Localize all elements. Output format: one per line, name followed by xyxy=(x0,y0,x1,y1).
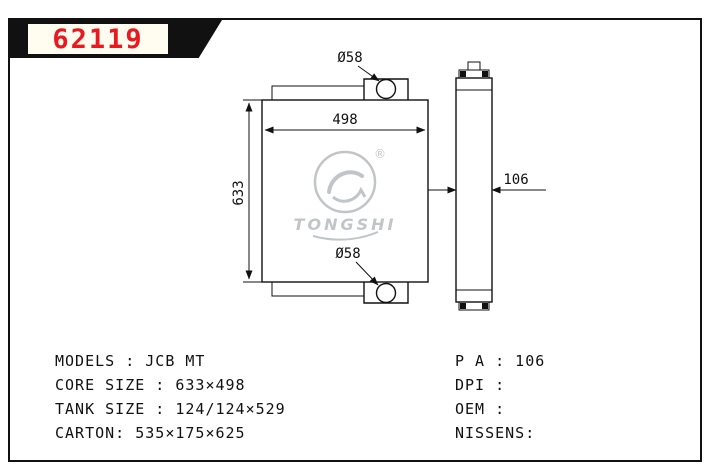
top-pipe-circle xyxy=(375,78,397,100)
top-pipe-leader xyxy=(357,65,380,82)
spec-models: MODELS : JCB MT xyxy=(55,352,206,370)
bottom-pipe-leader xyxy=(355,261,379,286)
bottom-fin-band xyxy=(271,281,365,297)
part-number: 62119 xyxy=(52,23,144,55)
watermark: ® TONGSHI xyxy=(294,147,397,241)
spec-dpi: DPI : xyxy=(455,376,506,394)
side-bottom-right-bolt xyxy=(482,303,488,309)
sheet-border xyxy=(8,18,702,462)
bottom-pipe-dim-label: Ø58 xyxy=(335,246,360,262)
top-pipe-dim-label: Ø58 xyxy=(337,50,362,66)
spec-pa: P A : 106 xyxy=(455,352,546,370)
watermark-underline-swoosh xyxy=(312,231,379,241)
top-pipe-block xyxy=(363,78,409,100)
dimensions: 498 633 Ø58 Ø58 106 xyxy=(231,50,546,286)
side-view xyxy=(455,61,493,311)
watermark-swoosh-bottom xyxy=(332,186,367,203)
bottom-pipe-block xyxy=(363,282,409,304)
spec-tank-size: TANK SIZE : 124/124×529 xyxy=(55,400,286,418)
spec-left-column: MODELS : JCB MT CORE SIZE : 633×498 TANK… xyxy=(55,349,286,445)
spec-core-size: CORE SIZE : 633×498 xyxy=(55,376,246,394)
part-number-banner: 62119 xyxy=(10,20,222,58)
watermark-swoosh-top xyxy=(327,170,364,194)
side-top-right-bolt xyxy=(482,71,488,77)
spec-right-column: P A : 106 DPI : OEM : NISSENS: xyxy=(455,349,545,445)
watermark-brand: TONGSHI xyxy=(294,215,397,234)
side-bottom-left-bolt xyxy=(460,303,466,309)
depth-dim-label: 106 xyxy=(503,172,528,188)
watermark-circle xyxy=(313,150,377,214)
spec-oem: OEM : xyxy=(455,400,506,418)
width-dim-label: 498 xyxy=(332,112,357,128)
spec-nissens: NISSENS: xyxy=(455,424,536,442)
bottom-pipe-circle xyxy=(375,282,397,304)
height-dim-label: 633 xyxy=(231,180,247,205)
registered-trademark-icon: ® xyxy=(374,147,386,161)
spec-carton: CARTON: 535×175×625 xyxy=(55,424,246,442)
side-bottom-flange xyxy=(458,301,490,311)
front-view xyxy=(261,78,429,304)
side-body-outline xyxy=(455,77,493,303)
side-top-stub xyxy=(467,61,481,71)
top-fin-band xyxy=(271,85,365,101)
part-number-box: 62119 xyxy=(28,23,168,55)
side-top-left-bolt xyxy=(460,71,466,77)
